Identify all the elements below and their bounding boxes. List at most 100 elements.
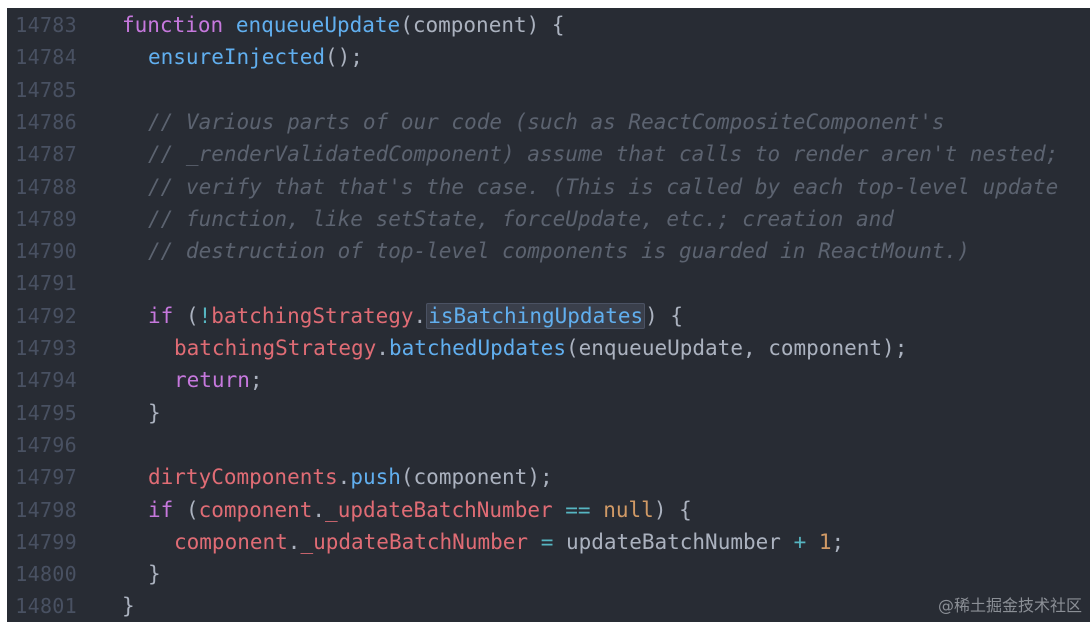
code-line[interactable]: 14794 return; — [7, 363, 1090, 395]
code-token: if — [148, 497, 174, 522]
line-number: 14783 — [15, 13, 77, 37]
line-number: 14794 — [15, 368, 77, 393]
code-token: return — [174, 368, 250, 393]
code-token: // destruction of top-level components i… — [148, 239, 970, 264]
line-number: 14799 — [15, 529, 77, 554]
code-token: dirtyComponents — [148, 465, 338, 490]
code-line[interactable]: 14788 // verify that that's the case. (Th… — [7, 170, 1090, 202]
code-text: // destruction of top-level components i… — [148, 237, 970, 265]
line-number: 14800 — [15, 562, 77, 587]
code-token: == — [565, 497, 591, 522]
code-token: _updateBatchNumber — [300, 529, 529, 554]
code-line[interactable]: 14801} — [7, 589, 1090, 621]
code-text: } — [148, 399, 161, 427]
code-token: } — [122, 594, 135, 619]
code-line[interactable]: 14796 — [7, 428, 1090, 460]
code-text: component._updateBatchNumber = updateBat… — [174, 528, 844, 556]
code-token: ; — [831, 529, 845, 554]
code-line[interactable]: 14783 function enqueueUpdate(component) { — [7, 8, 1090, 40]
code-token: + — [793, 529, 807, 554]
highlighted-token: isBatchingUpdates — [426, 302, 646, 329]
code-token: batchingStrategy — [211, 303, 414, 328]
code-token: . — [376, 336, 389, 360]
code-token: batchingStrategy — [174, 336, 377, 360]
line-number: 14789 — [15, 206, 77, 231]
code-token: 1 — [818, 529, 832, 554]
code-token — [553, 498, 566, 522]
code-token: } — [148, 400, 161, 425]
code-token: ( — [173, 303, 199, 328]
code-token: = — [540, 529, 554, 554]
code-token: if — [148, 303, 174, 328]
code-token: ) { — [653, 497, 692, 522]
line-number: 14786 — [15, 109, 77, 134]
code-line[interactable]: 14789 // function, like setState, forceUp… — [7, 202, 1090, 234]
code-line[interactable]: 14790 // destruction of top-level compone… — [7, 234, 1090, 266]
code-text: if (!batchingStrategy.isBatchingUpdates)… — [148, 302, 683, 330]
code-line[interactable]: 14786 // Various parts of our code (such … — [7, 105, 1090, 137]
line-number: 14795 — [15, 400, 77, 425]
code-line[interactable]: 14800} — [7, 557, 1090, 589]
line-number: 14785 — [15, 77, 77, 102]
code-text: batchingStrategy.batchedUpdates(enqueueU… — [174, 334, 907, 362]
line-number: 14798 — [15, 497, 77, 522]
line-number: 14784 — [15, 45, 77, 70]
code-token: ensureInjected — [148, 45, 326, 70]
code-token: batchedUpdates — [388, 336, 566, 360]
code-token: . — [287, 529, 301, 554]
code-token: null — [603, 497, 654, 522]
code-token: // verify that that's the case. (This is… — [148, 174, 1059, 199]
code-text: } — [122, 592, 135, 620]
line-number: 14791 — [15, 271, 77, 296]
code-text: function enqueueUpdate(component) { — [122, 11, 565, 39]
code-token — [806, 530, 819, 554]
code-token: ; — [249, 368, 263, 393]
code-token: (); — [325, 45, 363, 70]
line-number: 14792 — [15, 303, 77, 328]
code-line[interactable]: 14799 component._updateBatchNumber = upda… — [7, 525, 1090, 557]
code-token: ) { — [645, 303, 684, 328]
code-token: // Various parts of our code (such as Re… — [148, 109, 945, 134]
line-number: 14797 — [15, 465, 77, 490]
code-token: // function, like setState, forceUpdate,… — [148, 206, 894, 231]
code-token: updateBatchNumber — [553, 529, 794, 554]
code-token: (enqueueUpdate, component); — [565, 336, 908, 360]
code-token — [223, 13, 236, 37]
line-number: 14788 — [15, 174, 77, 199]
code-token: component — [198, 497, 313, 522]
code-line[interactable]: 14787// _renderValidatedComponent) assum… — [7, 137, 1090, 169]
line-number: 14801 — [15, 594, 77, 619]
code-token: // _renderValidatedComponent) assume tha… — [148, 142, 1059, 167]
code-token: . — [337, 465, 351, 490]
code-text: dirtyComponents.push(component); — [148, 463, 553, 491]
code-token: push — [350, 465, 401, 490]
code-token: . — [413, 303, 427, 328]
code-text: return; — [174, 366, 263, 394]
code-line[interactable]: 14791 — [7, 266, 1090, 298]
code-token — [528, 530, 541, 554]
code-token: function — [122, 13, 224, 37]
code-token: ( — [173, 497, 199, 522]
code-text: } — [148, 560, 161, 588]
code-token: } — [148, 562, 161, 587]
code-token: enqueueUpdate — [235, 13, 401, 37]
code-line[interactable]: 14798 if (component._updateBatchNumber ==… — [7, 493, 1090, 525]
code-line[interactable]: 14795} — [7, 396, 1090, 428]
code-line[interactable]: 14797 dirtyComponents.push(component); — [7, 460, 1090, 492]
code-line[interactable]: 14792 if (!batchingStrategy.isBatchingUpd… — [7, 299, 1090, 331]
code-text: // verify that that's the case. (This is… — [148, 173, 1058, 201]
watermark: @稀土掘金技术社区 — [937, 596, 1082, 615]
code-token — [591, 498, 604, 522]
line-number: 14790 — [15, 239, 77, 264]
code-token: (component); — [400, 465, 553, 490]
code-token: ! — [198, 303, 212, 328]
code-text: // Various parts of our code (such as Re… — [148, 108, 945, 136]
code-text: if (component._updateBatchNumber == null… — [148, 496, 692, 524]
line-number: 14796 — [15, 432, 77, 457]
code-line[interactable]: 14785 — [7, 73, 1090, 105]
code-token: component — [174, 529, 288, 554]
code-line[interactable]: 14784 ensureInjected(); — [7, 40, 1090, 72]
code-text: // _renderValidatedComponent) assume tha… — [148, 140, 1058, 168]
